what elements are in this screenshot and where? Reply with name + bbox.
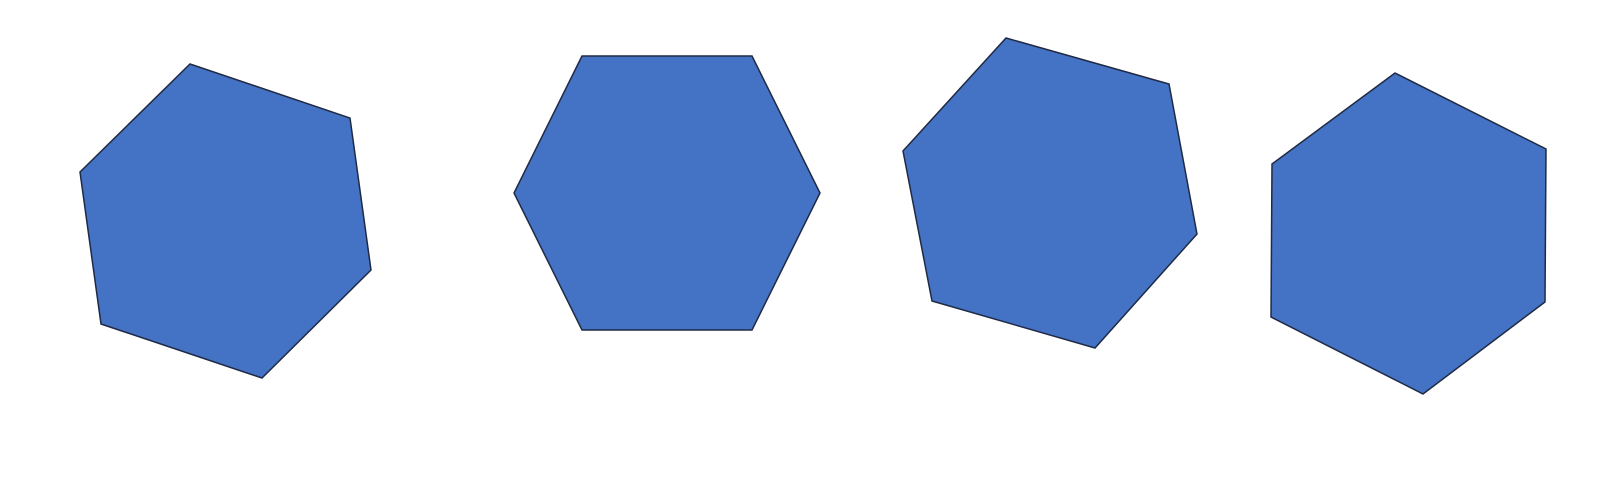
hexagon-4[interactable]	[1270, 72, 1547, 395]
hexagon-3[interactable]	[902, 37, 1198, 349]
hexagon-1[interactable]	[79, 63, 372, 379]
hexagon-2[interactable]	[513, 55, 821, 331]
